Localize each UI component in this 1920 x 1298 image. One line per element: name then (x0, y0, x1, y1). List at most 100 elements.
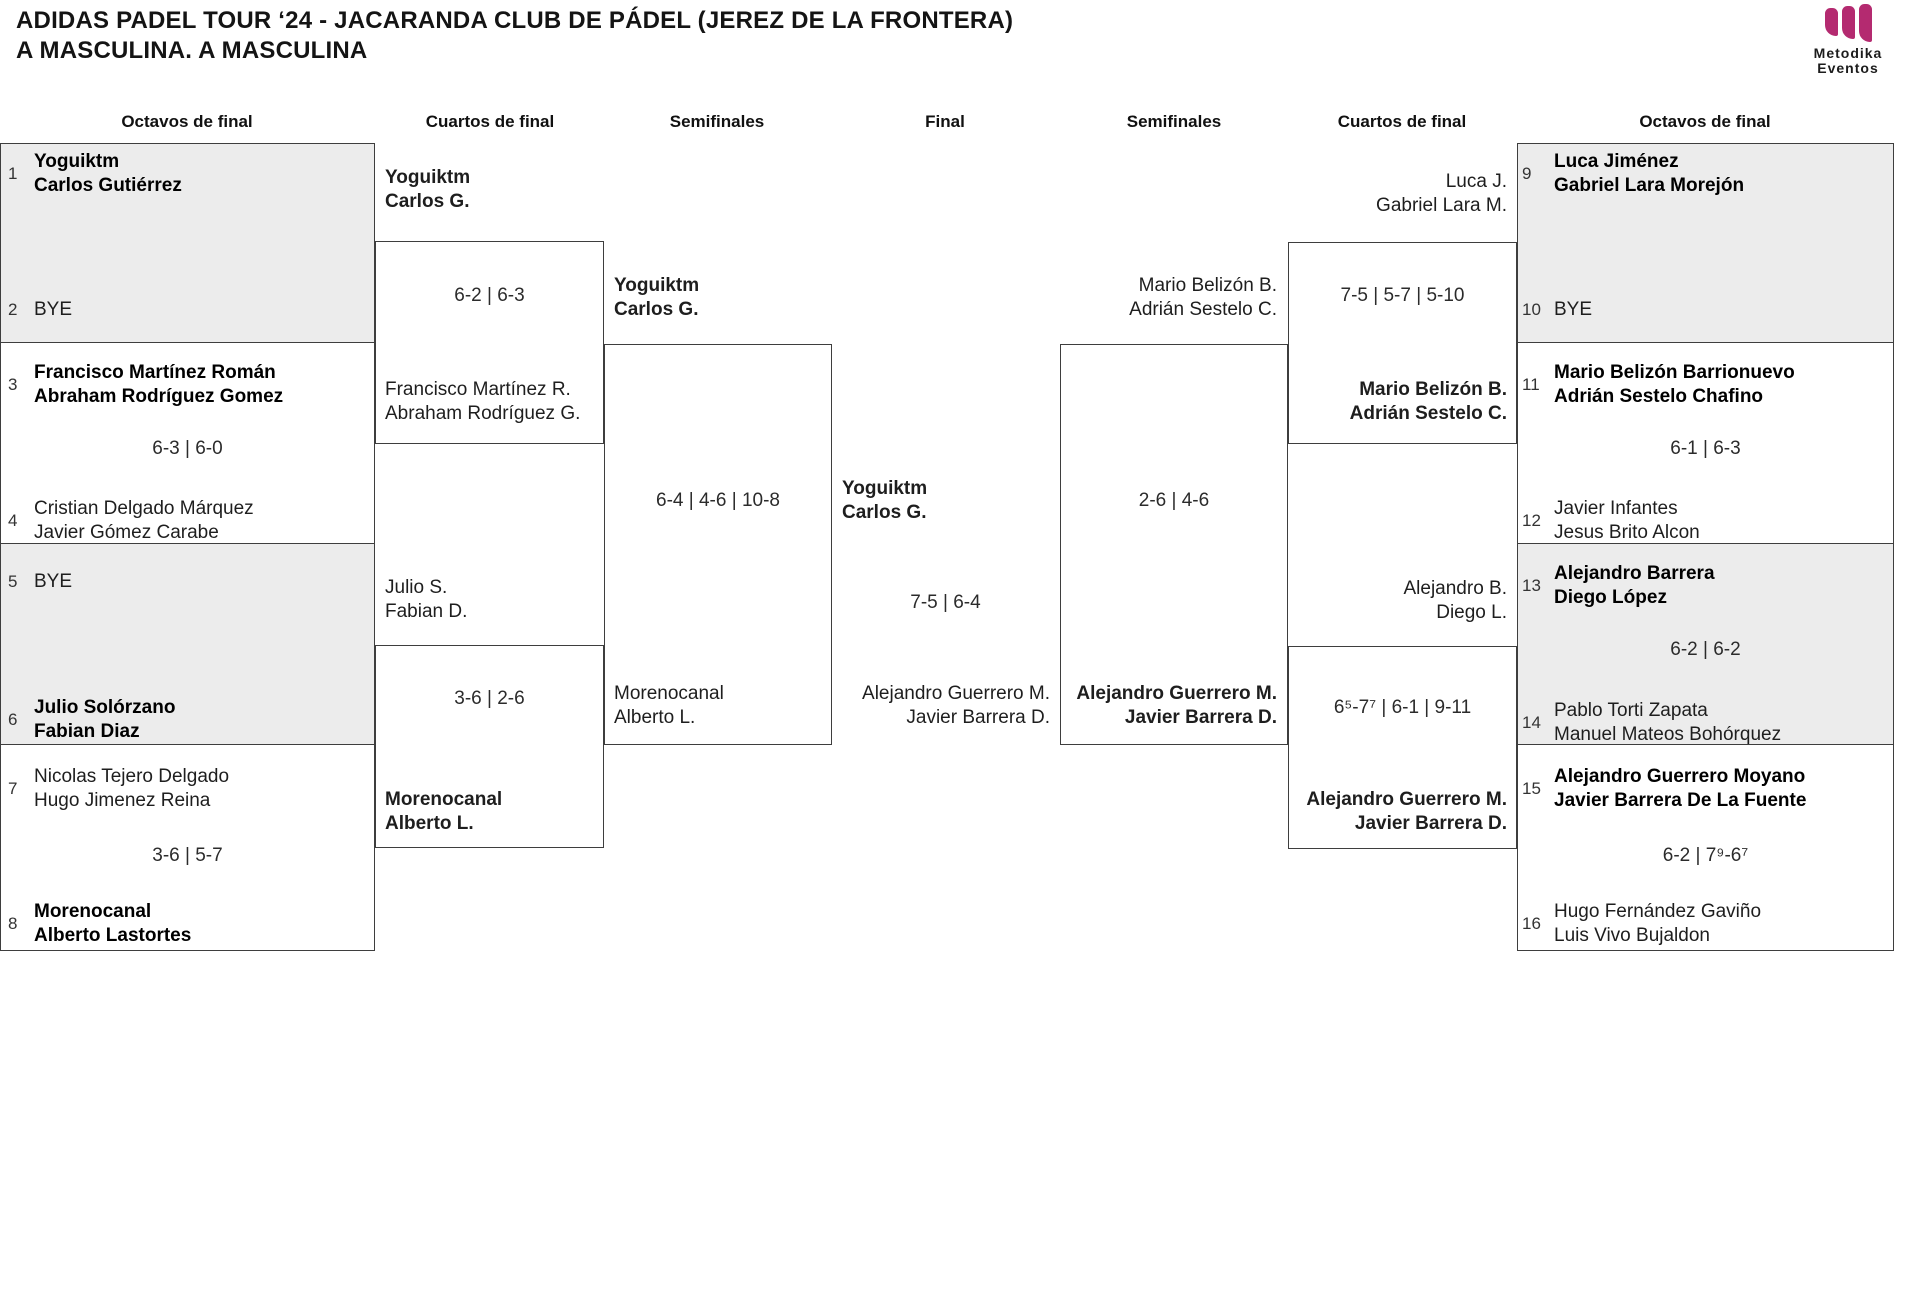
team-row-seed-11: 11 Mario Belizón Barrionuevo Adrián Sest… (1522, 361, 1892, 409)
team-row-seed-6: 6 Julio Solórzano Fabian Diaz (8, 696, 368, 744)
team-name-line: Carlos G. (614, 299, 699, 320)
team-name-line: Abraham Rodríguez Gomez (34, 386, 284, 407)
team-name: Luca Jiménez Gabriel Lara Morejón (1554, 150, 1744, 198)
team-name-line: Yoguiktm (614, 275, 700, 296)
team-name: Mario Belizón Barrionuevo Adrián Sestelo… (1554, 361, 1795, 409)
team-name-line: Yoguiktm (385, 167, 471, 188)
team-row-seed-16: 16 Hugo Fernández Gaviño Luis Vivo Bujal… (1522, 900, 1892, 948)
match-score-final: 7-5 | 6-4 (910, 592, 981, 613)
team-name-line: Cristian Delgado Márquez (34, 498, 254, 519)
team-name-line: Alberto L. (614, 707, 696, 728)
bracket-box-cuartos-left-2 (375, 645, 604, 848)
team-row-seed-15: 15 Alejandro Guerrero Moyano Javier Barr… (1522, 765, 1892, 813)
team-name: Francisco Martínez Román Abraham Rodrígu… (34, 361, 283, 409)
team-name: Hugo Fernández Gaviño Luis Vivo Bujaldon (1554, 900, 1761, 948)
seed-number: 9 (1522, 164, 1532, 183)
metodika-logo: Metodika Eventos (1796, 4, 1900, 76)
seed-number: 11 (1522, 375, 1540, 394)
logo-petal-icon (1841, 6, 1855, 39)
team-name-line: Mario Belizón B. (1359, 379, 1507, 400)
team-name-line: Gabriel Lara M. (1376, 195, 1507, 216)
logo-m-icon (1796, 4, 1900, 46)
round-label-final: Final (925, 112, 965, 131)
bracket-box-cuartos-left-1 (375, 241, 604, 444)
team-name-line: Alejandro B. (1403, 578, 1507, 599)
seed-number: 4 (8, 511, 18, 530)
match-score-octavos-right-2: 6-1 | 6-3 (1670, 438, 1741, 459)
cuartos-right-1-top-team: Luca J. Gabriel Lara M. (1237, 170, 1507, 218)
team-name-line: Fabian D. (385, 601, 468, 622)
round-label-octavos-left: Octavos de final (121, 112, 253, 131)
team-name-line: Mario Belizón Barrionuevo (1554, 362, 1795, 383)
round-label-semis-left: Semifinales (669, 112, 765, 131)
team-row-seed-1: 1 Yoguiktm Carlos Gutiérrez (8, 150, 368, 198)
seed-number: 14 (1522, 713, 1541, 732)
team-name: Alejandro Guerrero Moyano Javier Barrera… (1554, 765, 1806, 813)
team-name-line: Luis Vivo Bujaldon (1554, 925, 1710, 946)
seed-number: 6 (8, 710, 18, 729)
bracket-box-cuartos-right-1 (1288, 242, 1517, 444)
semifinal-right-top-team: Mario Belizón B. Adrián Sestelo C. (1007, 274, 1277, 322)
team-row-seed-12: 12 Javier Infantes Jesus Brito Alcon (1522, 497, 1892, 545)
team-row-seed-10: 10 BYE (1522, 298, 1892, 322)
final-runner-up-team: Alejandro Guerrero M. Javier Barrera D. (780, 682, 1050, 730)
seed-number: 15 (1522, 779, 1541, 798)
team-name: BYE (34, 570, 72, 594)
match-score-cuartos-right-2: 6⁵-7⁷ | 6-1 | 9-11 (1333, 697, 1472, 718)
team-name-line: Diego López (1554, 587, 1667, 608)
logo-text-line2: Eventos (1817, 60, 1879, 76)
team-name-line: Fabian Diaz (34, 721, 140, 742)
team-row-seed-3: 3 Francisco Martínez Román Abraham Rodrí… (8, 361, 368, 409)
team-name-line: Francisco Martínez R. (385, 379, 571, 400)
team-row-seed-13: 13 Alejandro Barrera Diego López (1522, 562, 1892, 610)
match-score-cuartos-right-1: 7-5 | 5-7 | 5-10 (1340, 285, 1465, 306)
team-name-line: Diego L. (1436, 602, 1507, 623)
seed-number: 5 (8, 572, 18, 591)
seed-number: 8 (8, 914, 18, 933)
team-name-line: Nicolas Tejero Delgado (34, 766, 230, 787)
bracket-box-semifinal-right (1060, 344, 1288, 745)
round-label-cuartos-left: Cuartos de final (425, 112, 555, 131)
page-subtitle: A MASCULINA. A MASCULINA (16, 37, 368, 64)
team-row-seed-5: 5 BYE (8, 570, 368, 594)
bracket-box-semifinal-left (604, 344, 832, 745)
team-row-seed-9: 9 Luca Jiménez Gabriel Lara Morejón (1522, 150, 1892, 198)
team-name-line: Javier Barrera D. (906, 707, 1050, 728)
match-score-semifinal-left: 6-4 | 4-6 | 10-8 (656, 490, 780, 511)
bracket-box-octavos-right-4 (1517, 744, 1894, 951)
team-name-line: Javier Barrera D. (1124, 707, 1277, 728)
team-name-line: Hugo Jimenez Reina (34, 790, 211, 811)
team-name: Yoguiktm Carlos Gutiérrez (34, 150, 182, 198)
team-name: Pablo Torti Zapata Manuel Mateos Bohórqu… (1554, 699, 1781, 747)
team-row-seed-7: 7 Nicolas Tejero Delgado Hugo Jimenez Re… (8, 765, 368, 813)
seed-number: 13 (1522, 576, 1541, 595)
team-name-line: Carlos G. (842, 502, 927, 523)
match-score-octavos-right-4: 6-2 | 7⁹-6⁷ (1662, 845, 1749, 866)
team-name-line: Luca Jiménez (1554, 151, 1679, 172)
team-name-line: Morenocanal (34, 901, 152, 922)
team-name: Cristian Delgado Márquez Javier Gómez Ca… (34, 497, 254, 545)
cuartos-left-1-bottom-team: Francisco Martínez R. Abraham Rodríguez … (385, 378, 580, 426)
team-row-seed-14: 14 Pablo Torti Zapata Manuel Mateos Bohó… (1522, 699, 1892, 747)
seed-number: 12 (1522, 511, 1541, 530)
team-name-line: Adrián Sestelo C. (1129, 299, 1277, 320)
team-name-line: Mario Belizón B. (1138, 275, 1277, 296)
team-name-line: Adrián Sestelo Chafino (1554, 386, 1764, 407)
bracket-box-octavos-right-3 (1517, 543, 1894, 745)
team-name: BYE (1554, 298, 1592, 322)
team-name-line: Carlos Gutiérrez (34, 175, 182, 196)
team-name-line: BYE (1554, 299, 1593, 320)
cuartos-left-1-top-team: Yoguiktm Carlos G. (385, 166, 470, 214)
team-name-line: Abraham Rodríguez G. (385, 403, 581, 424)
round-label-octavos-right: Octavos de final (1639, 112, 1771, 131)
team-name-line: Javier Barrera D. (1354, 813, 1507, 834)
cuartos-left-2-top-team: Julio S. Fabian D. (385, 576, 467, 624)
team-row-seed-4: 4 Cristian Delgado Márquez Javier Gómez … (8, 497, 368, 545)
team-name-line: Morenocanal (385, 789, 503, 810)
team-name-line: Yoguiktm (34, 151, 120, 172)
bracket-box-octavos-left-4 (0, 744, 375, 951)
seed-number: 7 (8, 779, 18, 798)
team-name-line: Julio S. (385, 577, 448, 598)
seed-number: 16 (1522, 914, 1541, 933)
logo-text-line1: Metodika (1813, 45, 1883, 61)
